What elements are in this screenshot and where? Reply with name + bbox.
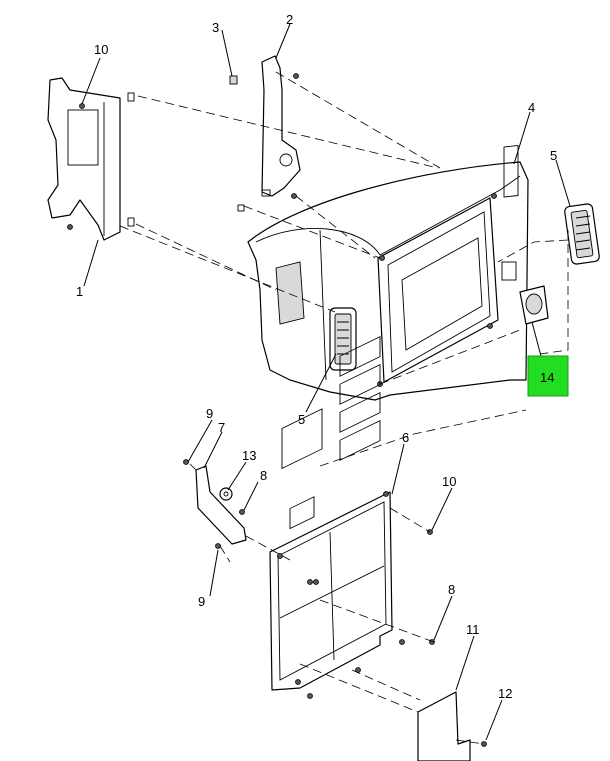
part-5-vent-right: [564, 203, 600, 265]
callout-8-bottom: 8: [448, 582, 455, 597]
part-13-washer: [219, 487, 233, 501]
callout-8-top: 8: [260, 468, 267, 483]
callouts: 10 1 3 2 4 5 5 14 6 9 7 13 8 10 9 8 11 1…: [76, 12, 557, 701]
part-7-arm-bracket: [183, 459, 247, 545]
callout-11: 11: [466, 622, 480, 637]
part-2-vertical-bracket: [237, 55, 301, 212]
callout-3: 3: [212, 20, 219, 35]
callout-6: 6: [402, 430, 409, 445]
callout-9-top: 9: [206, 406, 213, 421]
callout-12: 12: [498, 686, 512, 701]
part-14-bezel: [519, 285, 549, 325]
callout-10-bottom: 10: [442, 474, 456, 489]
part-1-side-bracket: [47, 77, 135, 241]
callout-10-top: 10: [94, 42, 108, 57]
callout-9-bottom: 9: [198, 594, 205, 609]
callout-1: 1: [76, 284, 83, 299]
part-5-vent-left: [329, 307, 357, 371]
part-3-clip: [229, 75, 238, 85]
part-11-cover: [417, 691, 471, 761]
callout-2: 2: [286, 12, 293, 27]
callout-13: 13: [242, 448, 256, 463]
callout-7: 7: [218, 420, 225, 435]
leader-lines: [81, 23, 571, 741]
assembly-lines: [119, 71, 569, 745]
callout-5-left: 5: [298, 412, 305, 427]
callout-5-right: 5: [550, 148, 557, 163]
callout-4: 4: [528, 100, 535, 115]
callout-14: 14: [540, 370, 554, 385]
callout-14-highlight: [527, 355, 569, 397]
part-4-housing: [247, 145, 529, 401]
